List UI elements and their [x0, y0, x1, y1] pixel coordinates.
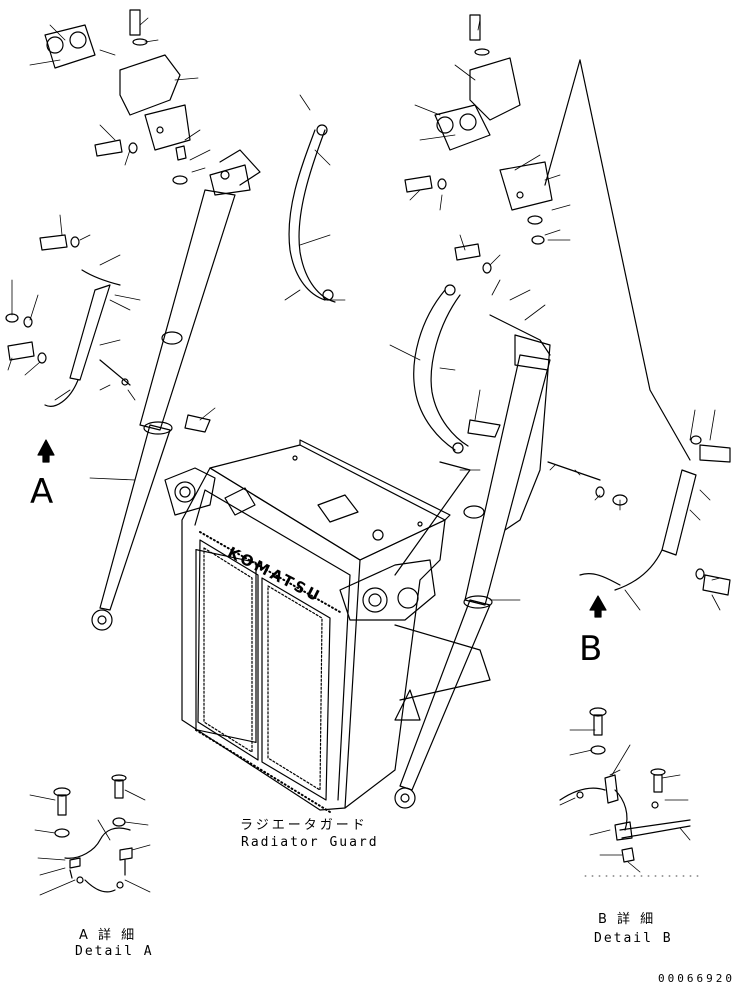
radiator-guard — [164, 439, 491, 813]
left-lamp-assembly — [5, 9, 191, 407]
view-b-letter: B — [579, 629, 603, 669]
detail-b-label-jp: B 詳 細 — [598, 912, 657, 927]
detail-b-drawing — [559, 707, 691, 863]
detail-a-label-en: Detail A — [75, 944, 154, 959]
drawing-number: 00066920 — [658, 972, 735, 985]
detail-a-drawing — [53, 774, 133, 893]
view-a-letter: A — [30, 472, 54, 512]
radiator-guard-label-en: Radiator Guard — [241, 835, 379, 850]
leader-lines — [7, 17, 721, 896]
detail-a-label-jp: A 詳 細 — [79, 928, 138, 943]
right-lamp-assembly — [404, 14, 731, 596]
left-lift-cylinder — [91, 164, 251, 631]
right-lift-cylinder — [394, 334, 551, 809]
detail-b-label-en: Detail B — [594, 931, 673, 946]
hoses — [219, 124, 551, 576]
radiator-guard-label-jp: ラジエータガード — [240, 818, 368, 833]
view-arrows — [37, 439, 607, 618]
